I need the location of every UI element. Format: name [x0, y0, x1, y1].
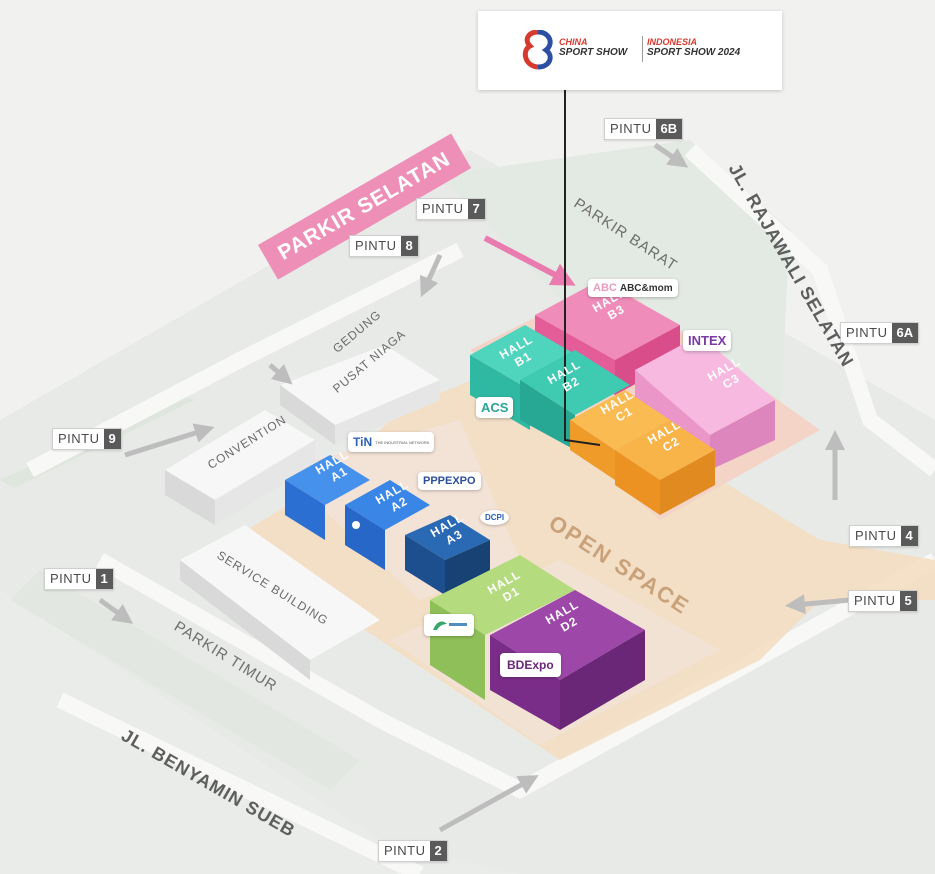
logo-sport-show-text: SPORT SHOW	[559, 47, 628, 58]
hall-block-a	[285, 455, 490, 595]
service-building	[180, 525, 380, 680]
logo-china-text: CHINA	[559, 37, 588, 47]
logo-sport-show-2024-text: SPORT SHOW 2024	[647, 47, 741, 58]
green-exhibitor-logo	[424, 614, 474, 636]
bdexpo-logo: BDExpo	[500, 653, 561, 677]
hall-block-bc	[470, 280, 775, 515]
abc-mom-logo: ABC ABC&mom	[588, 279, 678, 297]
logo-divider	[642, 36, 643, 62]
dcpi-logo: DCPI	[480, 510, 510, 525]
tin-logo: TiN THE INDUSTRIAL NETWORK	[348, 432, 435, 452]
logo-pointer-line	[564, 90, 601, 446]
sport-show-emblem-icon	[522, 30, 553, 70]
gate-arrows	[98, 142, 851, 833]
intex-logo: INTEX	[683, 330, 732, 351]
pink-arrow	[483, 235, 576, 286]
logo-indonesia-text: INDONESIA	[647, 37, 698, 47]
a2-marker-dot	[352, 521, 360, 529]
pppexpo-logo: PPPEXPO	[418, 472, 481, 490]
convention-building	[165, 410, 315, 525]
leaf-icon	[433, 621, 467, 630]
gedung-pusat-niaga	[280, 345, 440, 445]
acs-logo: ACS	[476, 397, 514, 418]
china-sport-show-logo: CHINA SPORT SHOW INDONESIA SPORT SHOW 20…	[478, 11, 782, 90]
